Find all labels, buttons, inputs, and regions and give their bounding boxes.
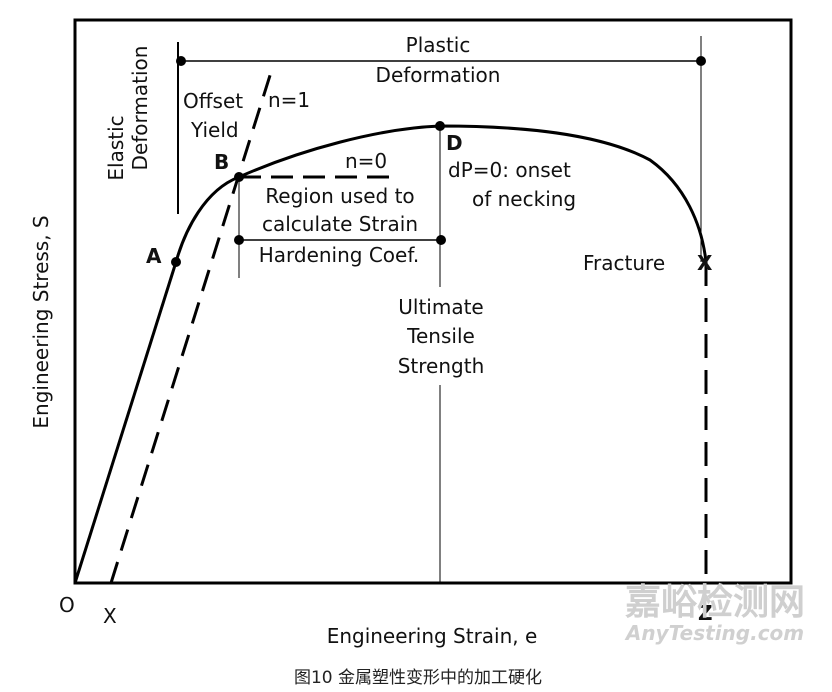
region-text-line3: Hardening Coef. bbox=[259, 243, 420, 267]
plastic-label-line1: Plastic bbox=[406, 33, 471, 57]
watermark-line1: 嘉峪检测网 bbox=[625, 582, 805, 623]
region-text-line2: calculate Strain bbox=[262, 212, 418, 236]
uts-text-line2: Tensile bbox=[406, 324, 475, 348]
n0-label: n=0 bbox=[345, 149, 387, 173]
offset-line bbox=[109, 68, 274, 584]
n1-label: n=1 bbox=[268, 88, 310, 112]
watermark-line2: AnyTesting.com bbox=[624, 621, 804, 645]
necking-text-line2: of necking bbox=[472, 187, 576, 211]
fracture-strain-label: Z bbox=[698, 601, 713, 625]
region-text-line1: Region used to bbox=[265, 184, 414, 208]
necking-text-line1: dP=0: onset bbox=[448, 158, 571, 182]
fracture-x-mark: X bbox=[697, 251, 713, 275]
fracture-label: Fracture bbox=[583, 251, 665, 275]
elastic-line bbox=[73, 261, 178, 584]
offset-x-label: X bbox=[103, 604, 117, 628]
point-b-label: B bbox=[214, 150, 229, 174]
x-axis-label: Engineering Strain, e bbox=[327, 624, 538, 648]
plot-frame bbox=[73, 18, 793, 585]
uts-text-line1: Ultimate bbox=[398, 295, 483, 319]
elastic-label-line2: Deformation bbox=[128, 46, 152, 171]
point-b-dot bbox=[234, 172, 244, 182]
figure-caption: 图10 金属塑性变形中的加工硬化 bbox=[294, 668, 542, 688]
point-a-label: A bbox=[146, 244, 162, 268]
plastic-label-line2: Deformation bbox=[376, 63, 501, 87]
y-axis-label: Engineering Stress, S bbox=[29, 215, 53, 428]
origin-label: O bbox=[59, 593, 75, 617]
elastic-label-line1: Elastic bbox=[104, 115, 128, 180]
region-left-dot bbox=[234, 235, 244, 245]
point-a-dot bbox=[171, 257, 181, 267]
point-d-dot bbox=[435, 121, 445, 131]
region-right-dot bbox=[436, 235, 446, 245]
offset-yield-line2: Yield bbox=[190, 118, 239, 142]
plastic-span-start-dot bbox=[176, 56, 186, 66]
uts-text-line3: Strength bbox=[398, 354, 485, 378]
offset-yield-line1: Offset bbox=[183, 89, 243, 113]
point-d-label: D bbox=[446, 131, 463, 155]
